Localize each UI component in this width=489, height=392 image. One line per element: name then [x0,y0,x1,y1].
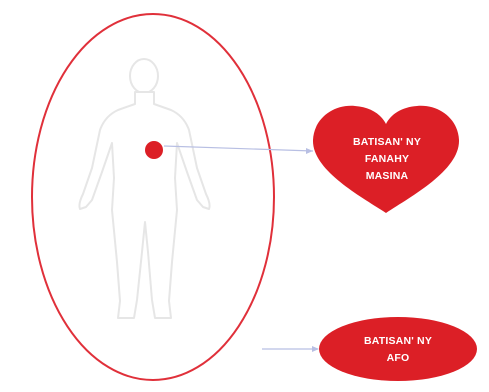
human-figure [79,59,209,318]
connector-heart-arrowhead [306,148,313,154]
afo-label-line-2: AFO [322,350,474,367]
heart-marker [145,141,163,159]
afo-label-line-1: BATISAN' NY [322,333,474,350]
heart-label-line-3: MASINA [322,168,452,185]
connector-afo-arrowhead [312,346,319,352]
afo-label: BATISAN' NY AFO [322,333,474,367]
heart-label: BATISAN' NY FANAHY MASINA [322,134,452,185]
heart-label-line-2: FANAHY [322,151,452,168]
heart-label-line-1: BATISAN' NY [322,134,452,151]
